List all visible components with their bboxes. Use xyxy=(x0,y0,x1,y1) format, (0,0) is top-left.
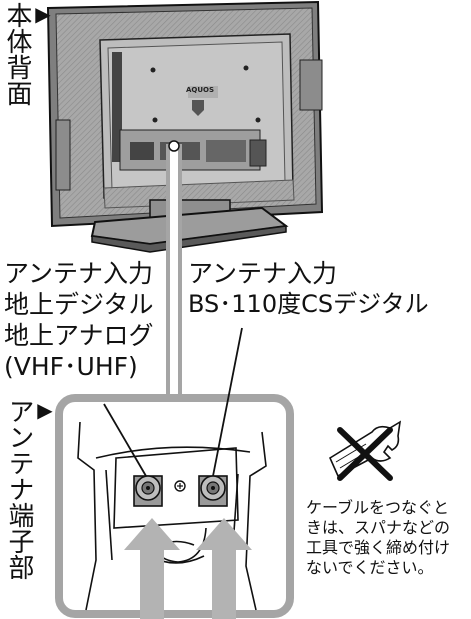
satellite-input-line-2: BS･110度CSデジタル xyxy=(188,290,429,318)
caution-line-4: ないでください。 xyxy=(306,558,434,577)
terrestrial-input-label: アンテナ入力 地上デジタル 地上アナログ (VHF･UHF) xyxy=(4,258,154,382)
tv-stand xyxy=(90,199,289,253)
tv-back xyxy=(46,0,324,228)
screw-icon xyxy=(174,480,186,492)
terminal-section-label: ▶アンテナ端子部 xyxy=(4,398,57,580)
tv-brand-logo: AQUOS xyxy=(186,86,215,94)
back-side-text: 本体背面 xyxy=(2,2,32,106)
terrestrial-input-line-4: (VHF･UHF) xyxy=(4,352,138,381)
terrestrial-input-line-3: 地上アナログ xyxy=(4,321,154,350)
caution-note: ケーブルをつなぐと きは、スパナなどの 工具で強く締め付け ないでください。 xyxy=(306,498,450,578)
insert-arrow-right xyxy=(196,518,252,619)
back-side-marker: ▶ xyxy=(31,2,55,26)
leader-line-left xyxy=(103,403,147,477)
satellite-input-line-1: アンテナ入力 xyxy=(188,259,338,288)
back-side-label: ▶本体背面 xyxy=(2,2,55,106)
satellite-input-label: アンテナ入力 BS･110度CSデジタル xyxy=(188,258,429,320)
terrestrial-input-line-2: 地上デジタル xyxy=(4,290,154,319)
caution-line-1: ケーブルをつなぐと xyxy=(306,498,450,517)
caution-line-2: きは、スパナなどの xyxy=(306,518,451,537)
leader-line-right xyxy=(212,327,243,477)
terminal-zoom-frame xyxy=(55,394,294,618)
caution-line-3: 工具で強く締め付け xyxy=(306,538,451,557)
prohibited-x-icon xyxy=(337,427,393,481)
connection-line xyxy=(166,140,182,404)
terminal-section-text: アンテナ端子部 xyxy=(4,398,34,580)
satellite-antenna-connector xyxy=(198,475,228,507)
insert-arrow-left xyxy=(124,518,180,619)
terrestrial-antenna-connector xyxy=(133,475,163,507)
terrestrial-input-line-1: アンテナ入力 xyxy=(4,259,154,288)
terminal-section-marker: ▶ xyxy=(33,398,57,422)
